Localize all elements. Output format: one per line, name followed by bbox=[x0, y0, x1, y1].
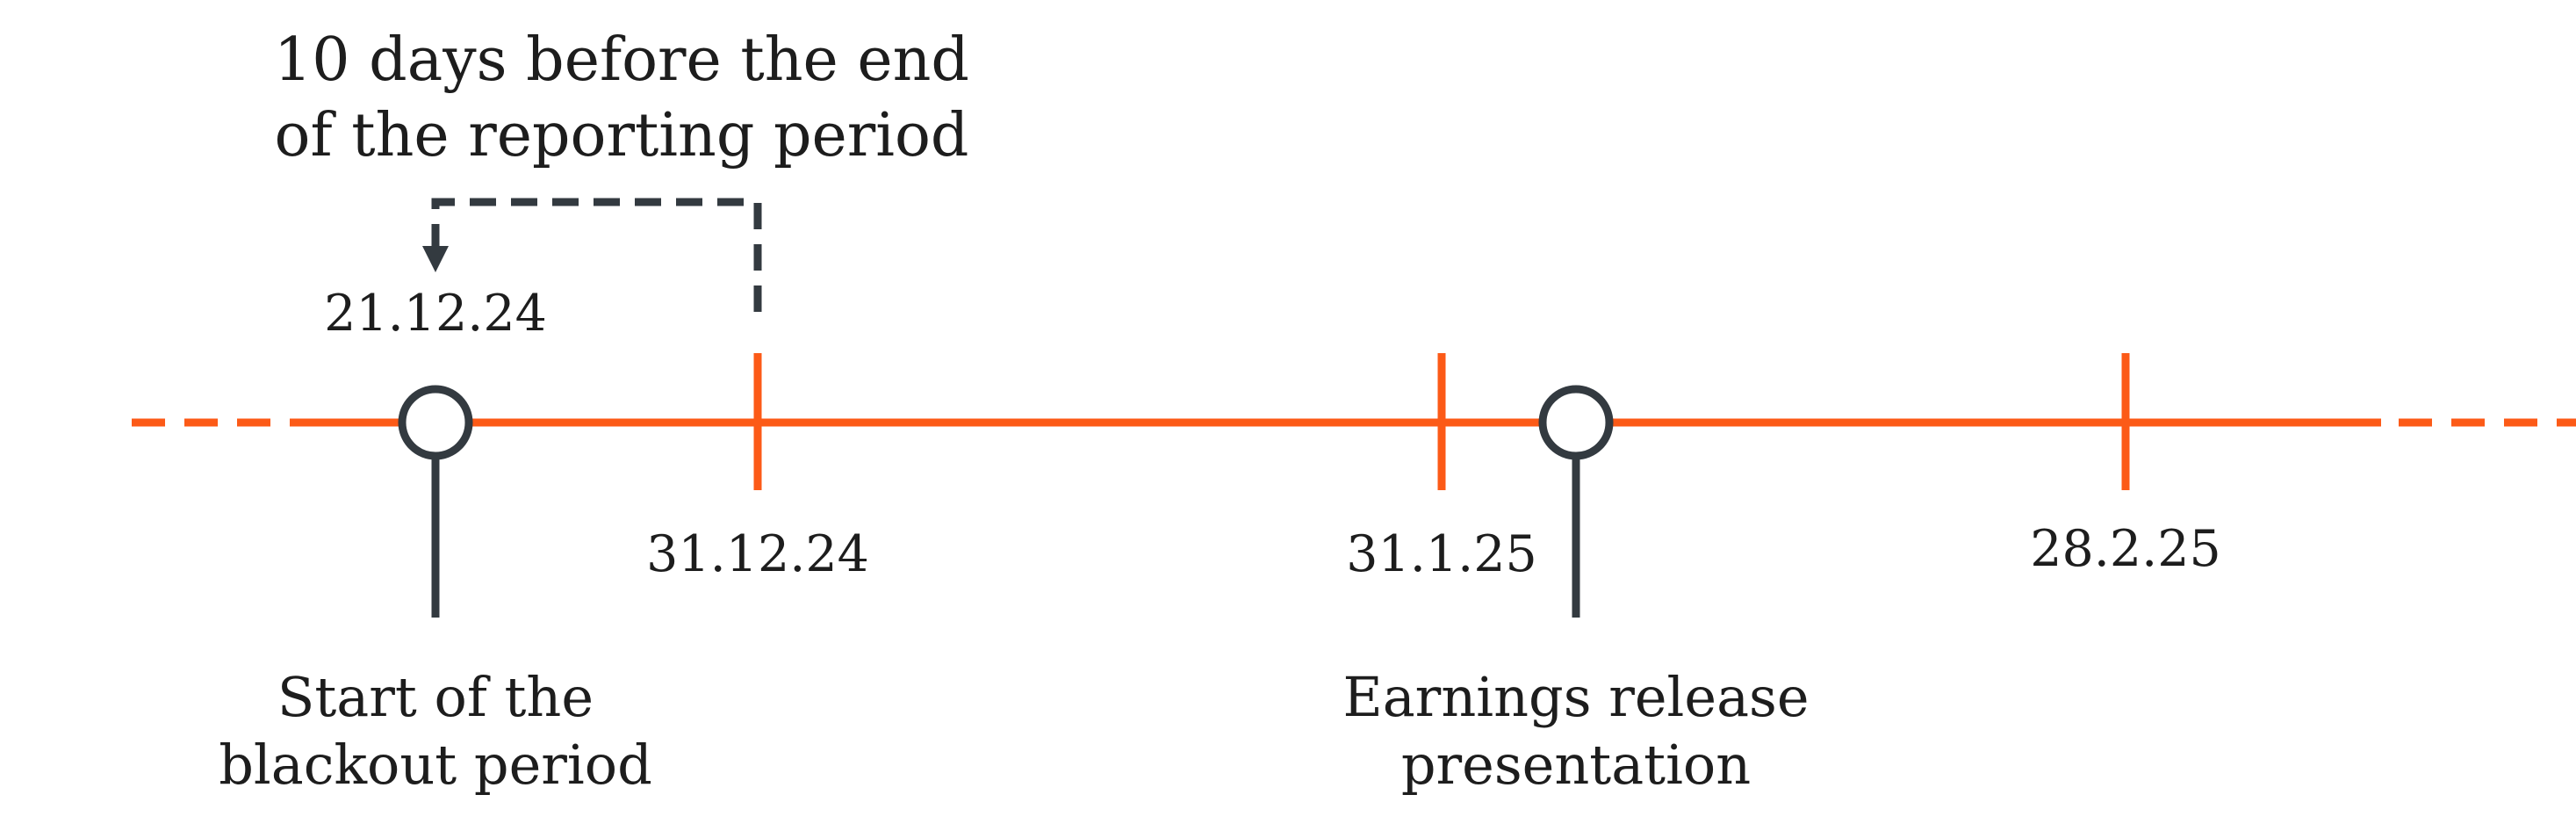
event-marker-circle bbox=[1538, 385, 1614, 460]
event-caption-line: blackout period bbox=[219, 732, 652, 797]
event-caption-line: Start of the bbox=[277, 665, 594, 729]
tick-label: 31.1.25 bbox=[1346, 525, 1537, 583]
arrow-down-icon bbox=[422, 246, 449, 272]
tick-label: 28.2.25 bbox=[2030, 520, 2221, 578]
event-caption-blackout: Start of the blackout period bbox=[219, 664, 652, 799]
event-marker-circle bbox=[398, 385, 473, 460]
annotation-arrow-path bbox=[431, 198, 762, 312]
event-caption-earnings: Earnings release presentation bbox=[1342, 664, 1809, 799]
blackout-date-label: 21.12.24 bbox=[324, 285, 547, 343]
annotation-line-1: 10 days before the end bbox=[274, 25, 969, 95]
event-caption-line: presentation bbox=[1400, 732, 1752, 797]
annotation-text: 10 days before the end of the reporting … bbox=[274, 23, 969, 175]
annotation-line-2: of the reporting period bbox=[274, 101, 969, 171]
tick-label: 31.12.24 bbox=[646, 525, 869, 583]
event-caption-line: Earnings release bbox=[1342, 665, 1810, 729]
